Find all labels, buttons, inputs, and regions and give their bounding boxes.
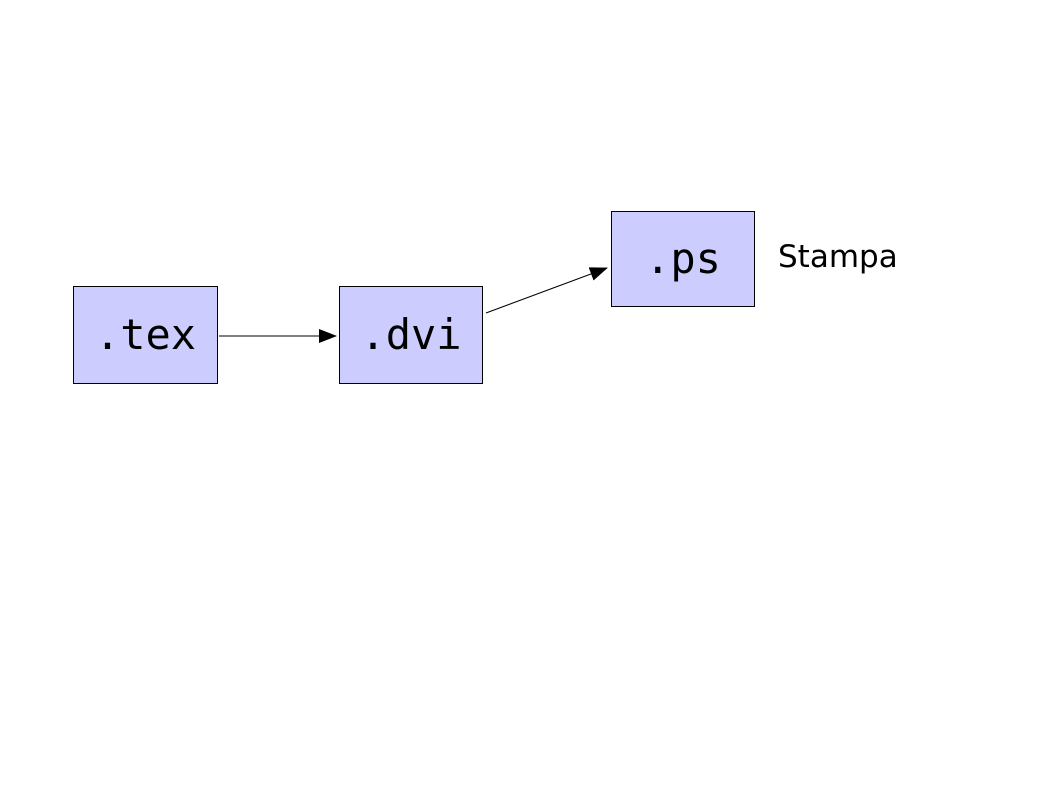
node-dvi-file: .dvi xyxy=(339,286,483,384)
annotation-stampa: Stampa xyxy=(778,239,898,275)
node-ps-label: .ps xyxy=(645,234,721,283)
node-tex-label: .tex xyxy=(94,310,197,359)
node-dvi-label: .dvi xyxy=(360,310,462,359)
node-tex-file: .tex xyxy=(73,286,218,384)
node-ps-file: .ps xyxy=(611,211,755,307)
arrow-dvi-to-ps xyxy=(485,267,608,314)
